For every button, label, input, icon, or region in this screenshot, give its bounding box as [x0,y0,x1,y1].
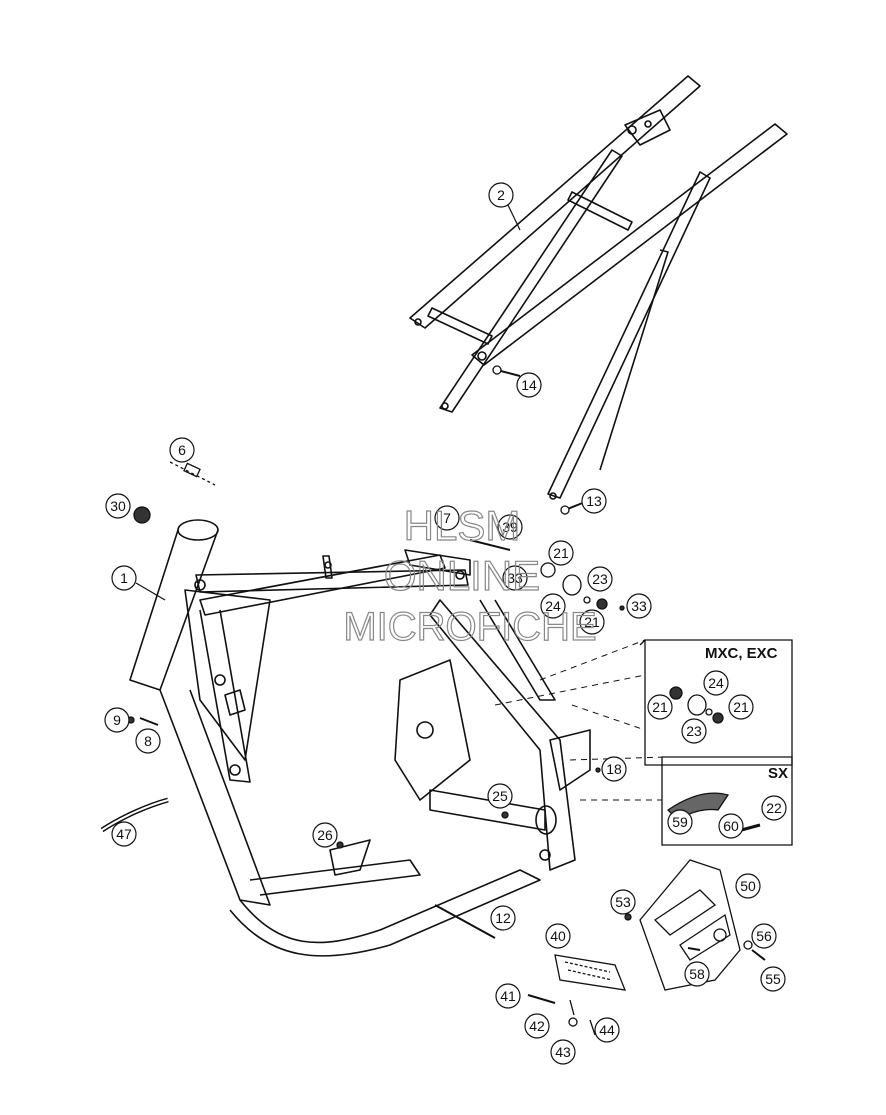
callout-21-top: 21 [548,540,574,566]
callout-7: 7 [434,505,460,531]
svg-text:42: 42 [529,1018,545,1034]
callout-23-mxc: 23 [681,718,707,744]
callout-44: 44 [594,1017,620,1043]
callout-12: 12 [490,905,516,931]
callout-58: 58 [684,961,710,987]
svg-text:50: 50 [740,878,756,894]
callout-2: 2 [488,182,521,231]
sx-title: SX [768,765,788,782]
svg-text:24: 24 [708,675,724,691]
svg-text:14: 14 [521,377,537,393]
svg-text:24: 24 [545,598,561,614]
subframe-drawing [409,75,788,500]
callout-42: 42 [524,1013,550,1039]
callout-40: 40 [545,923,571,949]
svg-text:6: 6 [178,442,186,458]
mxc-exc-title: MXC, EXC [705,645,778,662]
callout-26: 26 [312,822,338,848]
svg-text:30: 30 [110,498,126,514]
callout-25: 25 [487,783,513,809]
callout-18: 18 [601,756,627,782]
svg-text:60: 60 [723,818,739,834]
svg-text:59: 59 [672,814,688,830]
svg-text:43: 43 [555,1044,571,1060]
callout-13: 13 [581,488,607,514]
callout-59: 59 [667,809,693,835]
callout-21-bottom: 21 [579,609,605,635]
svg-text:2: 2 [497,187,505,203]
svg-text:53: 53 [615,894,631,910]
callout-22: 22 [761,795,787,821]
svg-text:55: 55 [765,971,781,987]
callout-41: 41 [495,983,521,1009]
callout-43: 43 [550,1039,576,1065]
callout-33-top: 33 [502,565,528,591]
callout-47: 47 [111,821,137,847]
callout-56: 56 [751,923,777,949]
callout-60: 60 [718,813,744,839]
svg-text:21: 21 [733,699,749,715]
svg-text:41: 41 [500,988,516,1004]
callout-1: 1 [111,565,166,601]
watermark-line-3: MICROFICHE [343,605,596,649]
watermark-line-1: HLSM [404,502,521,549]
svg-text:12: 12 [495,910,511,926]
svg-text:58: 58 [689,966,705,982]
svg-text:22: 22 [766,800,782,816]
callout-21-mxc-left: 21 [647,694,673,720]
callout-53: 53 [610,889,636,915]
callout-9: 9 [104,707,130,733]
callout-21-mxc-right: 21 [728,694,754,720]
svg-text:33: 33 [507,570,523,586]
callout-24-top: 24 [540,593,566,619]
svg-text:21: 21 [584,614,600,630]
callout-33-right: 33 [626,593,652,619]
svg-text:21: 21 [652,699,668,715]
svg-text:33: 33 [631,598,647,614]
svg-text:56: 56 [756,928,772,944]
watermark: HLSM ONLINE MICROFICHE [343,501,598,649]
svg-text:44: 44 [599,1022,615,1038]
svg-text:1: 1 [120,570,128,586]
svg-text:23: 23 [686,723,702,739]
svg-text:13: 13 [586,493,602,509]
svg-text:25: 25 [492,788,508,804]
callout-24-mxc: 24 [703,670,729,696]
callout-14: 14 [516,372,542,398]
svg-text:8: 8 [144,733,152,749]
svg-text:40: 40 [550,928,566,944]
main-frame-drawing [129,519,591,957]
watermark-line-2: ONLINE [384,552,540,599]
svg-text:9: 9 [113,712,121,728]
svg-text:21: 21 [553,545,569,561]
callout-50: 50 [735,873,761,899]
callout-39: 39 [497,514,523,540]
svg-text:26: 26 [317,827,333,843]
callout-8: 8 [135,728,161,754]
svg-text:18: 18 [606,761,622,777]
svg-text:23: 23 [592,571,608,587]
svg-text:47: 47 [116,826,132,842]
callout-55: 55 [760,966,786,992]
callout-6: 6 [169,437,195,463]
callout-23-top: 23 [587,566,613,592]
svg-text:7: 7 [443,510,451,526]
callout-30: 30 [105,493,131,519]
svg-text:39: 39 [502,519,518,535]
